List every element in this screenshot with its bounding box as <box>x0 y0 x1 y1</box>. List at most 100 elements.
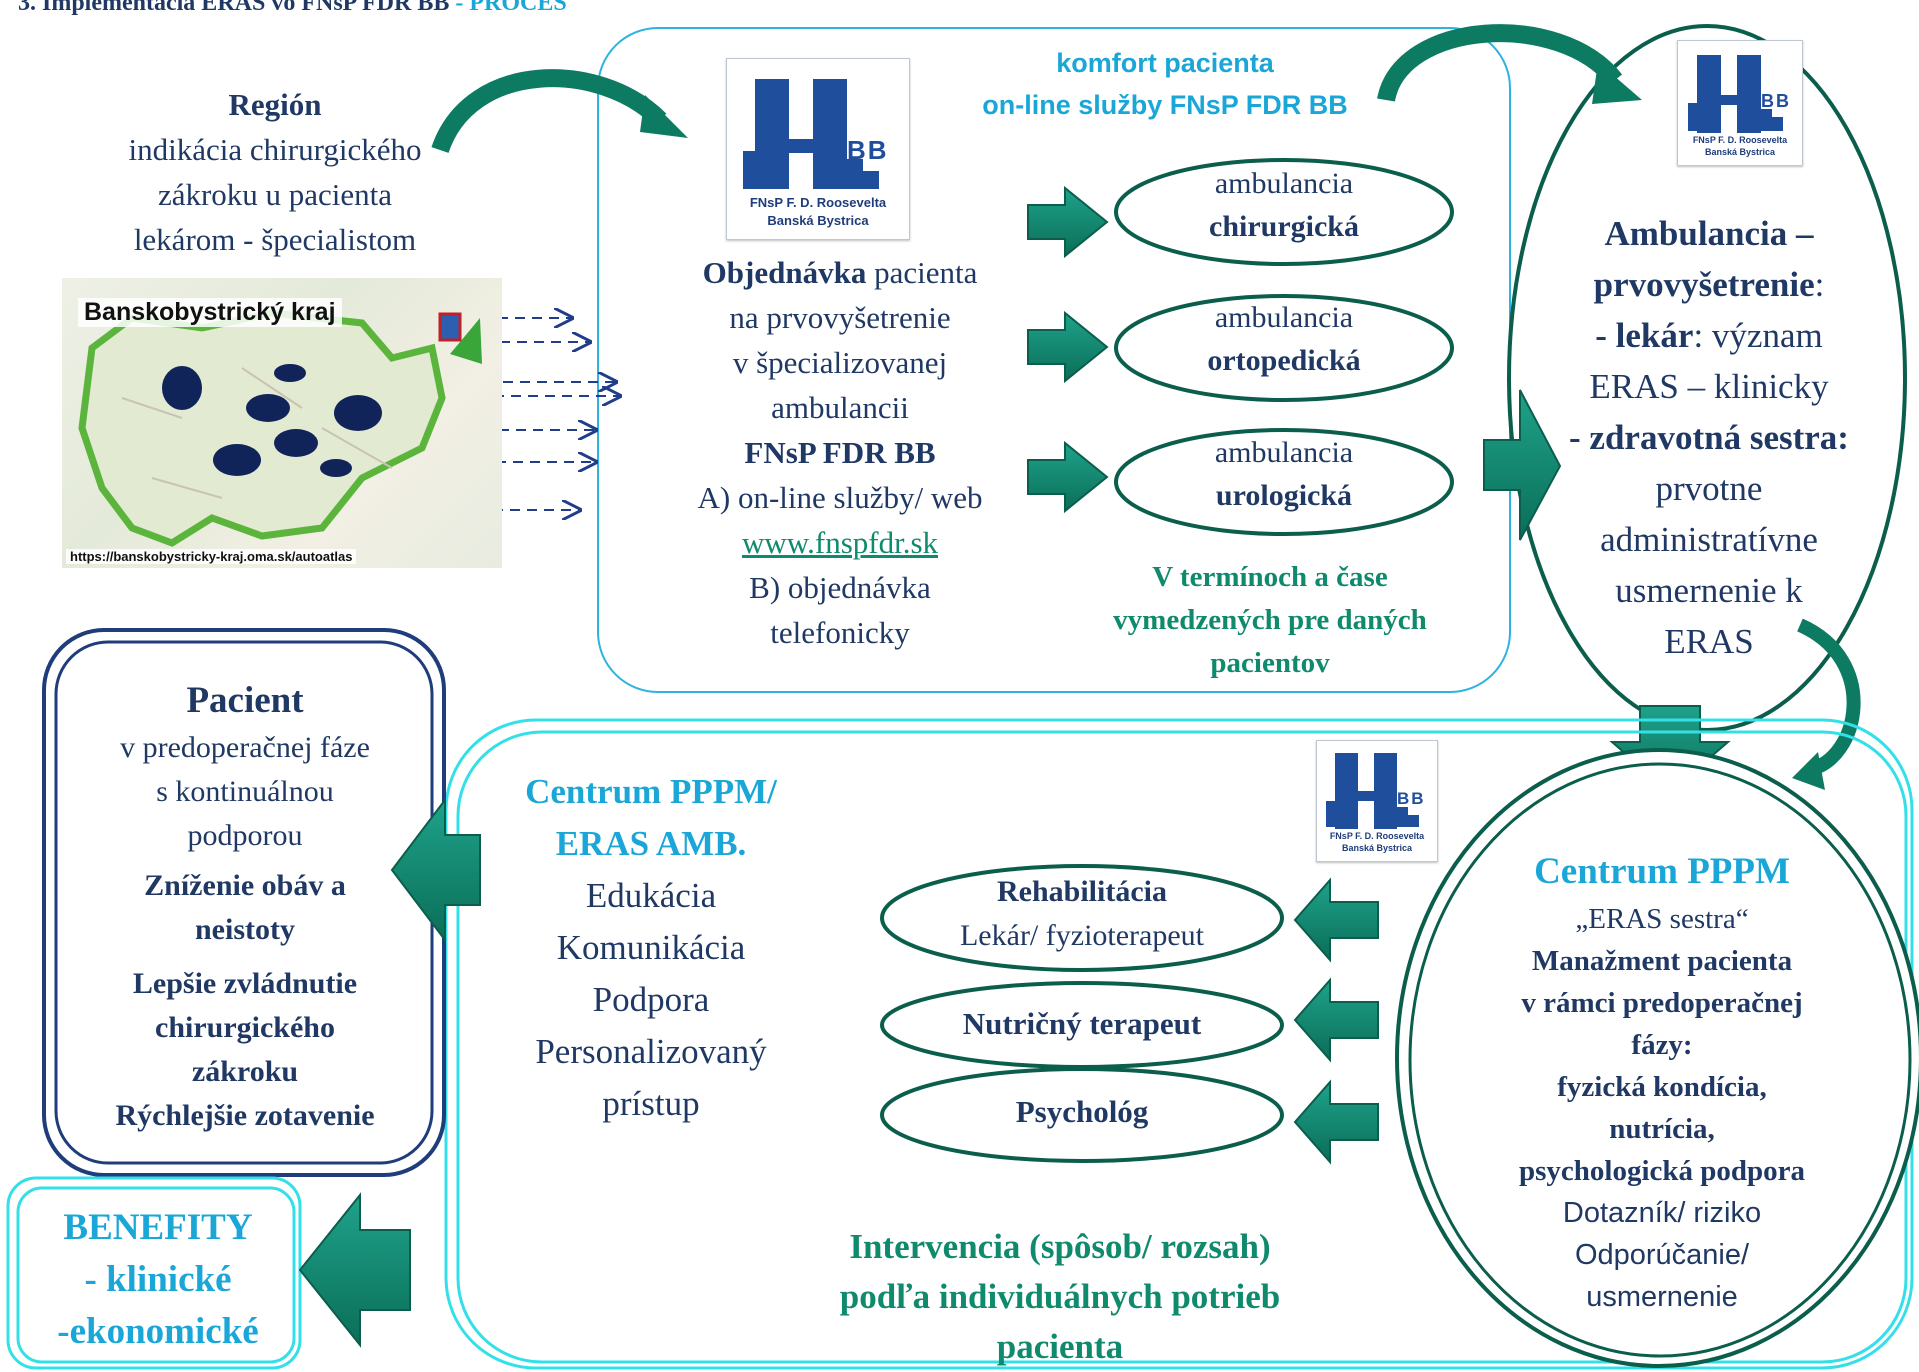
curved-arrow-exam <box>1377 24 1623 103</box>
logo-letters: BB <box>1397 789 1426 808</box>
ambulance-label: ambulancia <box>1214 167 1354 200</box>
arrow-to-interv-1 <box>1293 877 1379 963</box>
logo-bars-icon <box>743 79 879 189</box>
patient-better: Lepšie zvládnutie <box>132 967 358 1000</box>
exam-doctor: - lekár <box>1595 316 1694 355</box>
intervention-note-line: Intervencia (spôsob/ rozsah) <box>849 1227 1271 1266</box>
intervention-psychologist: Psychológ <box>892 1090 1272 1134</box>
center-amb-item: Edukácia <box>585 876 717 915</box>
exam-nurse-line: administratívne <box>1600 520 1818 559</box>
center-pppm-block: Centrum PPPM „ERAS sestra“ Manažment pac… <box>1462 846 1862 1318</box>
patient-recovery: Rýchlejšie zotavenie <box>115 1099 375 1132</box>
map-region-dot <box>320 459 352 477</box>
logo-line2: Banská Bystrica <box>1341 843 1413 853</box>
center-pppm-bold: fyzická kondícia, <box>1557 1071 1767 1103</box>
center-pppm-bold: nutrícia, <box>1609 1113 1715 1145</box>
intervention-sub: Lekár/ fyzioterapeut <box>959 919 1205 952</box>
benefits-box-outer <box>6 1176 302 1370</box>
intervention-ellipse-1 <box>880 864 1284 972</box>
patient-block: Pacient v predoperačnej fáze s kontinuál… <box>60 676 430 1138</box>
exam-title-suffix: : <box>1814 265 1825 304</box>
page-title-main: 3. Implementácia ERAS vo FNsP FDR BB <box>18 0 450 16</box>
intervention-note: Intervencia (spôsob/ rozsah) podľa indiv… <box>790 1222 1330 1372</box>
map-region-dot <box>334 395 382 431</box>
order-line: v špecializovanej <box>732 345 948 380</box>
curved-arrow-pppm <box>1796 618 1861 777</box>
region-block: Región indikácia chirurgického zákroku u… <box>88 82 462 262</box>
center-pppm-bold: fázy: <box>1631 1029 1693 1061</box>
map-region-dot <box>162 366 202 410</box>
term-line: vymedzených pre daných <box>1113 604 1427 636</box>
intervention-rehab: Rehabilitácia Lekár/ fyzioterapeut <box>892 870 1272 958</box>
patient-line: v predoperačnej fáze <box>120 731 370 764</box>
curved-arrow-region <box>431 69 667 154</box>
order-rest: pacienta <box>866 255 978 290</box>
logo-line2: Banská Bystrica <box>767 213 869 228</box>
center-amb-item: Personalizovaný <box>535 1032 767 1071</box>
term-line: V termínoch a čase <box>1152 561 1388 593</box>
exam-title: Ambulancia – <box>1604 214 1814 253</box>
logo-line1: FNsP F. D. Roosevelta <box>1692 135 1788 145</box>
patient-better: chirurgického <box>155 1011 335 1044</box>
benefits-block: BENEFITY - klinické -ekonomické <box>20 1202 296 1358</box>
exam-doctor-line: ERAS – klinicky <box>1589 367 1829 406</box>
map-region-dot <box>274 364 306 382</box>
page-title: 3. Implementácia ERAS vo FNsP FDR BB - P… <box>18 0 567 17</box>
center-amb-title: Centrum PPPM/ <box>525 772 777 811</box>
patient-reduce: Zníženie obáv a <box>144 869 346 902</box>
page-title-suffix: - PROCES <box>455 0 567 16</box>
order-line: na prvovyšetrenie <box>729 300 951 335</box>
patient-title: Pacient <box>186 680 304 721</box>
center-amb-item: prístup <box>602 1084 700 1123</box>
ambulance-chirurgicka: ambulancia chirurgická <box>1126 162 1442 248</box>
ambulance-ellipse-3 <box>1114 428 1454 536</box>
comfort-line: komfort pacienta <box>1056 48 1274 78</box>
arrow-to-amb-2 <box>1027 310 1109 384</box>
hospital-logo: BB FNsP F. D. Roosevelta Banská Bystrica <box>1677 40 1803 166</box>
arrow-to-amb-1 <box>1027 185 1109 259</box>
region-line: indikácia chirurgického <box>128 132 422 167</box>
map-source: https://banskobystricky-kraj.oma.sk/auto… <box>66 549 357 564</box>
logo-letters: BB <box>847 135 889 165</box>
exam-ellipse <box>1507 24 1907 732</box>
center-pppm-nurse: „ERAS sestra“ <box>1575 903 1749 935</box>
center-amb-title: ERAS AMB. <box>555 824 747 863</box>
intervention-title: Rehabilitácia <box>997 875 1167 908</box>
benefits-title: BENEFITY <box>63 1207 253 1248</box>
comfort-block: komfort pacienta on-line služby FNsP FDR… <box>930 42 1400 126</box>
term-block: V termínoch a čase vymedzených pre danýc… <box>1060 556 1480 685</box>
arrow-to-patient <box>390 797 481 943</box>
center-pppm-line: usmernenie <box>1586 1281 1738 1313</box>
map-label: Banskobystrický kraj <box>78 298 342 327</box>
website-link[interactable]: www.fnspfdr.sk <box>741 525 939 560</box>
arrow-to-interv-3 <box>1293 1079 1379 1165</box>
ambulance-name: ortopedická <box>1207 344 1361 377</box>
intervention-note-line: pacienta <box>996 1327 1124 1366</box>
exam-nurse-line: ERAS <box>1664 622 1754 661</box>
patient-better: zákroku <box>191 1055 299 1088</box>
exam-nurse: - zdravotná sestra: <box>1569 418 1849 457</box>
intervention-nutrition: Nutričný terapeut <box>892 1002 1272 1046</box>
map-green-flag-icon <box>450 318 482 364</box>
order-option-a: A) on-line služby/ web <box>697 480 983 515</box>
comfort-line: on-line služby FNsP FDR BB <box>982 90 1348 120</box>
benefits-line: -ekonomické <box>57 1311 259 1352</box>
ambulance-ellipse-2 <box>1114 294 1454 402</box>
center-pppm-bold: v rámci predoperačnej <box>1521 987 1803 1019</box>
patient-line: podporou <box>187 819 303 852</box>
ambulance-label: ambulancia <box>1214 436 1354 469</box>
center-pppm-line: Dotazník/ riziko <box>1562 1197 1762 1229</box>
term-line: pacientov <box>1210 647 1330 679</box>
region-map: Banskobystrický kraj https://banskobystr… <box>62 278 502 568</box>
patient-reduce: neistoty <box>195 913 295 946</box>
logo-line1: FNsP F. D. Roosevelta <box>1329 831 1425 841</box>
ambulance-name: chirurgická <box>1209 210 1359 243</box>
logo-line1: FNsP F. D. Roosevelta <box>749 195 887 210</box>
order-option-b: B) objednávka <box>749 570 931 605</box>
map-region-dot <box>246 394 290 422</box>
intervention-title: Nutričný terapeut <box>962 1006 1202 1041</box>
ambulance-name: urologická <box>1215 479 1353 512</box>
center-amb-item: Podpora <box>592 980 710 1019</box>
order-block: Objednávka pacienta na prvovyšetrenie v … <box>640 250 1040 655</box>
pppm-ellipse-outer <box>1395 748 1919 1368</box>
